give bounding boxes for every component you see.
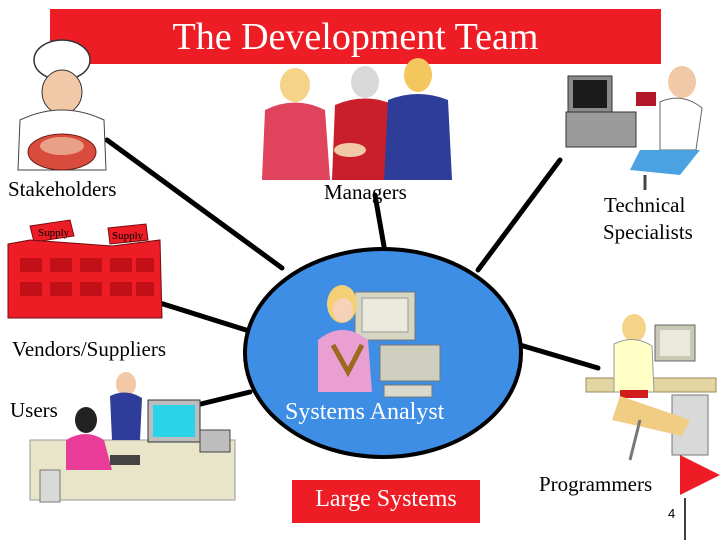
page-number: 4 xyxy=(668,506,676,521)
office-users-icon xyxy=(29,372,236,503)
label-stakeholders: Stakeholders xyxy=(8,177,117,201)
label-vendors: Vendors/Suppliers xyxy=(12,337,166,361)
slide-title: The Development Team xyxy=(172,16,539,58)
label-users: Users xyxy=(10,398,58,422)
handshake-icon xyxy=(262,58,452,180)
label-technical-1: Technical xyxy=(604,193,686,217)
supply-sign-right: Supply xyxy=(107,223,149,245)
connector-vendors xyxy=(157,300,249,333)
factory-icon xyxy=(7,239,163,319)
supply-sign-left: Supply xyxy=(29,219,75,243)
large-systems-box xyxy=(292,480,480,523)
analyst-icon xyxy=(318,285,441,398)
next-arrow-icon[interactable] xyxy=(680,455,720,540)
label-managers: Managers xyxy=(324,180,407,204)
label-technical-2: Specialists xyxy=(603,220,693,244)
title-bar xyxy=(50,9,661,64)
connector-technical xyxy=(475,157,563,273)
connector-stakeholders xyxy=(104,137,285,271)
svg-text:Supply: Supply xyxy=(112,230,144,242)
programmer-icon xyxy=(585,314,717,461)
svg-text:Supply: Supply xyxy=(38,227,70,239)
label-large-systems: Large Systems xyxy=(315,486,457,512)
label-systems-analyst: Systems Analyst xyxy=(285,399,445,425)
chef-icon xyxy=(17,39,107,171)
connector-programmers xyxy=(517,342,601,371)
label-programmers: Programmers xyxy=(539,472,653,496)
technician-icon xyxy=(565,66,703,190)
connector-managers xyxy=(372,192,388,255)
